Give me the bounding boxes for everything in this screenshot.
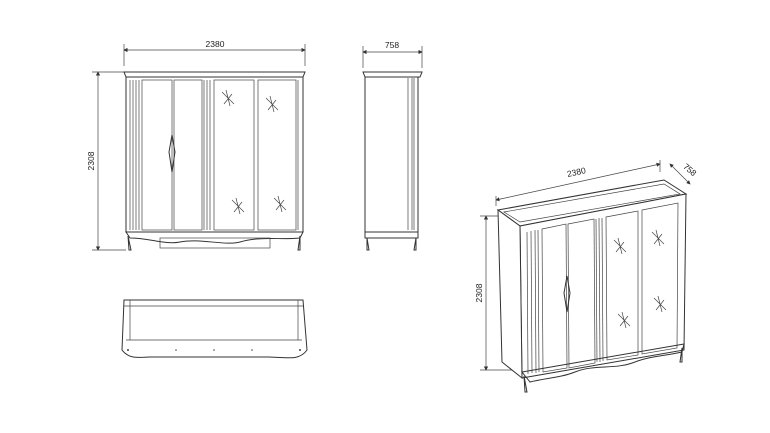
front-mirror-door-1 [213, 79, 255, 231]
iso-door-2 [567, 218, 596, 369]
iso-door-1 [541, 223, 568, 373]
iso-depth-label: 758 [681, 161, 699, 178]
mirror-reflection-marks [221, 89, 287, 215]
front-drawer [159, 237, 271, 249]
iso-height-label: 2308 [474, 283, 484, 302]
front-height-label: 2308 [86, 151, 96, 170]
top-outline [121, 299, 308, 359]
iso-mirror-marks [613, 229, 667, 329]
iso-mirror-door-2 [641, 202, 679, 355]
iso-width-label: 2380 [566, 165, 587, 179]
side-cornice [362, 71, 423, 78]
iso-mirror-door-1 [605, 210, 639, 361]
top-view [121, 299, 308, 359]
front-body [125, 76, 304, 233]
top-dots [127, 349, 301, 351]
front-cornice [123, 71, 306, 78]
side-view: 758 [362, 40, 423, 251]
front-view: 2380 2308 [86, 39, 306, 251]
iso-side [497, 208, 523, 380]
front-door-handle [168, 134, 176, 173]
front-left-door-2 [173, 79, 203, 231]
front-plinth [125, 231, 304, 244]
front-width-label: 2380 [206, 39, 225, 49]
iso-door-handle [563, 275, 571, 313]
front-left-door-1 [141, 79, 173, 231]
iso-view: 2380 758 2308 [474, 160, 699, 393]
front-mirror-door-2 [257, 79, 297, 231]
side-depth-label: 758 [385, 40, 399, 50]
front-legs [127, 235, 301, 251]
side-body [364, 76, 419, 233]
side-legs [366, 237, 417, 251]
iso-plinth [521, 343, 685, 383]
iso-legs [523, 347, 683, 393]
side-plinth [364, 231, 419, 239]
